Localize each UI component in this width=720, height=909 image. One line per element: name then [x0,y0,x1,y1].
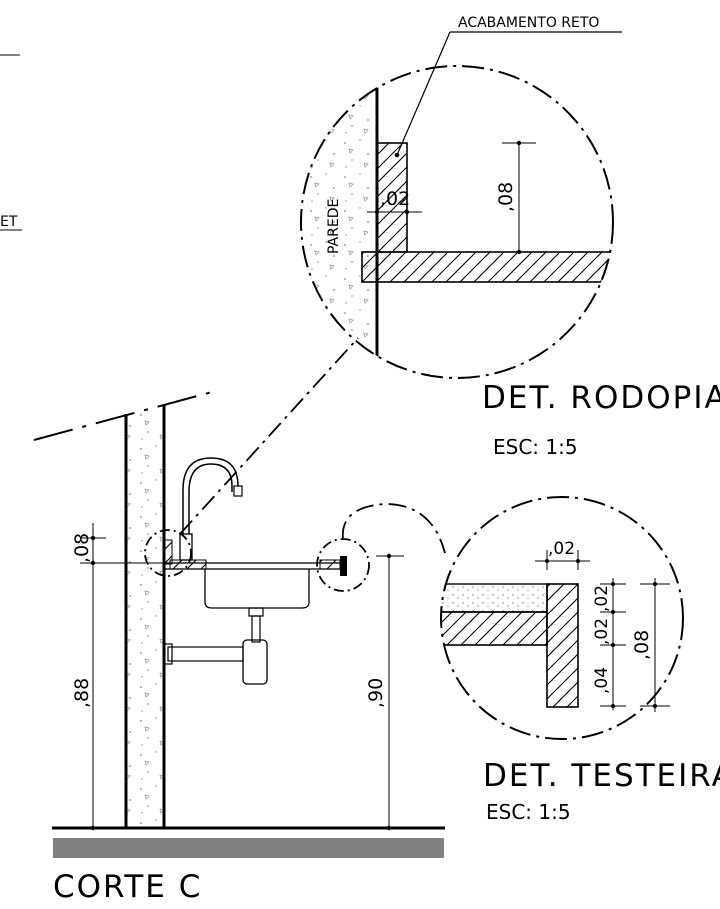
dim-section-top: ,08 [71,533,93,563]
dim-testeira-total: ,08 [631,630,653,660]
title-section: CORTE C [53,869,202,905]
dim-testeira-b: ,02 [592,618,612,645]
dim-counter-height: ,90 [365,678,387,708]
callout-note: ACABAMENTO RETO [458,15,599,31]
detail-testeira: ,02 ,02 ,02 ,04 ,08 DET. TESTEIRA ESC: 1… [440,496,720,824]
edge-fragments: ET [0,54,22,231]
scale-rodopia: ESC: 1:5 [493,435,578,459]
title-testeira: DET. TESTEIRA [483,758,720,794]
dim-rodopia-small: ,02 [380,188,410,210]
edge-fragment-text: ET [0,214,18,230]
dim-section-height: ,88 [71,678,93,708]
dim-testeira-c: ,04 [592,667,612,694]
wall-label: PAREDE [326,199,342,254]
dim-testeira-a: ,02 [592,585,612,612]
floor-slab [53,838,444,858]
detail-rodopia: ACABAMENTO RETO ,08 ,02 PAREDE DET. [300,15,720,459]
dim-rodopia-height: ,08 [495,182,517,212]
dim-testeira-width: ,02 [548,539,575,559]
title-rodopia: DET. RODOPIA [482,380,720,416]
section-corte-c: ,08 ,88 ,90 CORTE C [33,337,446,905]
scale-testeira: ESC: 1:5 [486,800,571,824]
